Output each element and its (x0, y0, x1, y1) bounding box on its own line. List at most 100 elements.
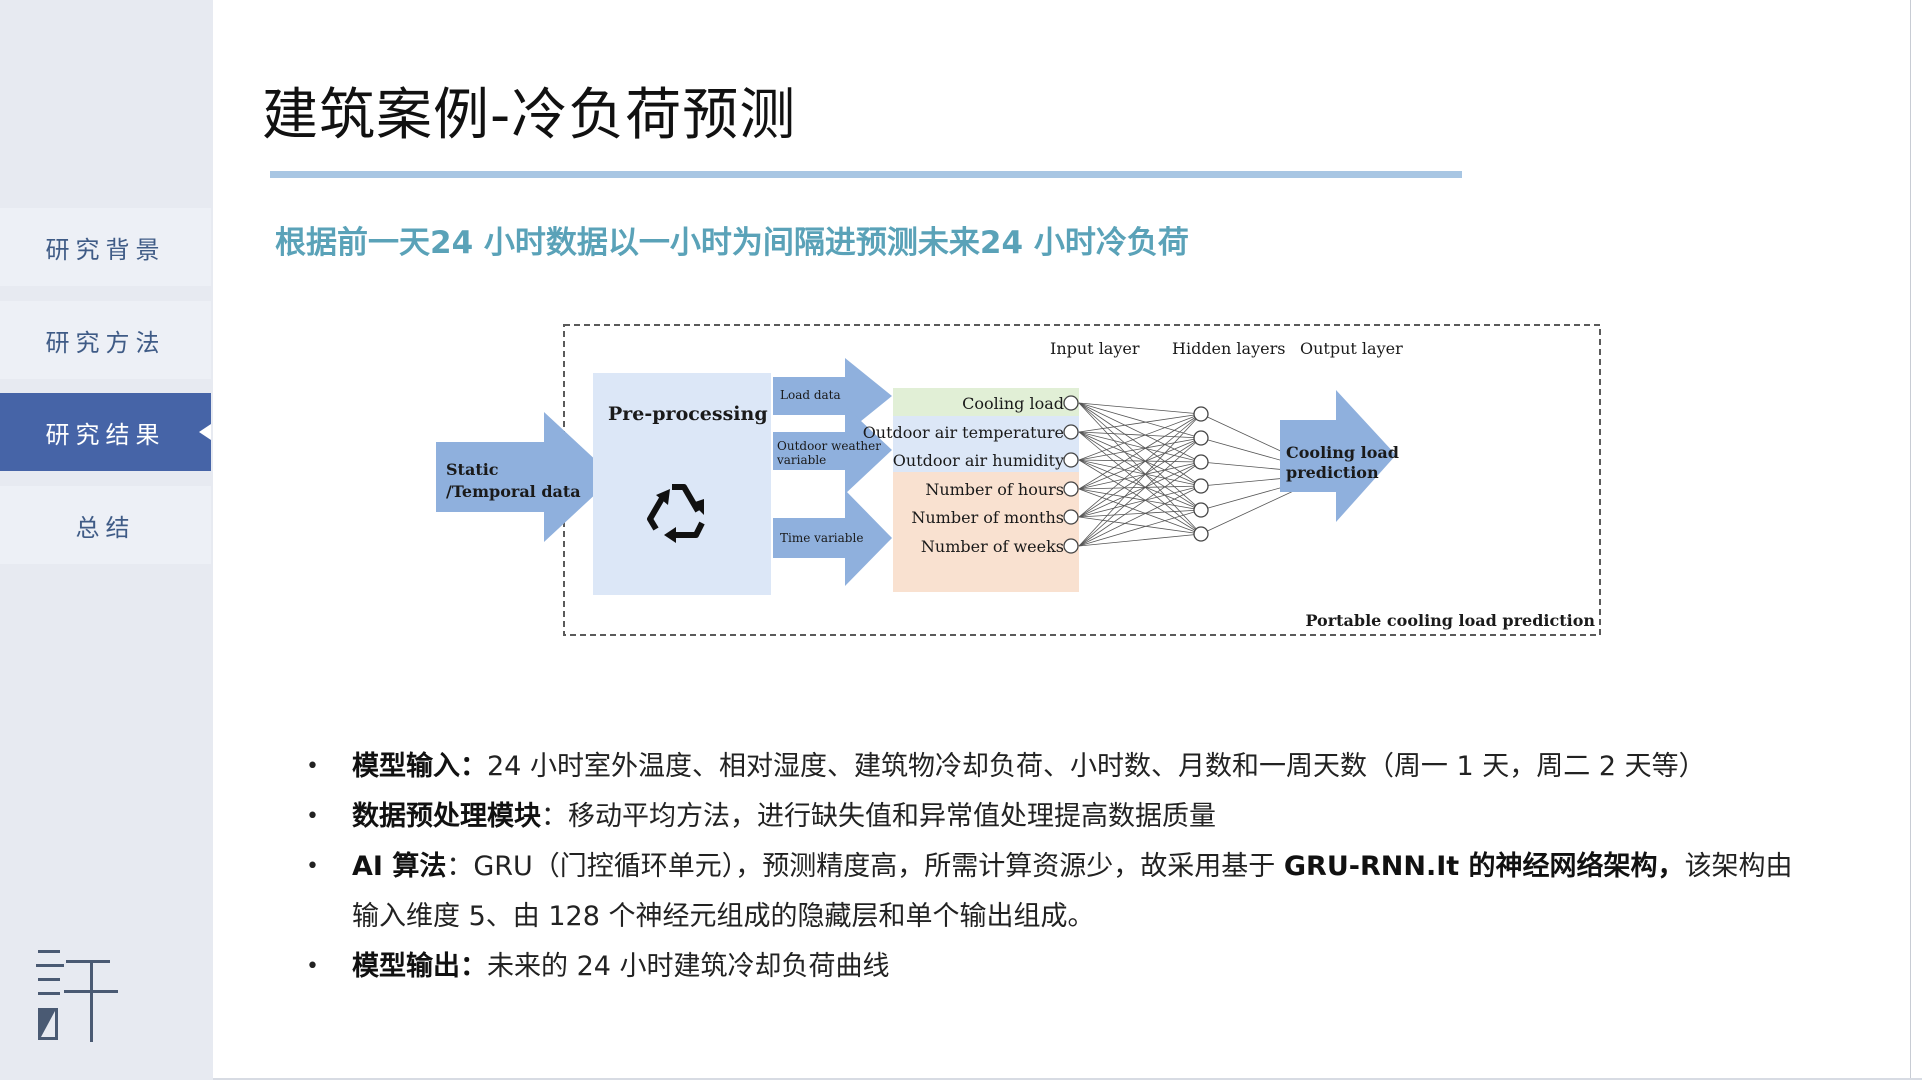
network-edge (1078, 431, 1202, 511)
diagram-frame (563, 324, 1601, 636)
weather-input-box (893, 416, 1079, 472)
network-edge (1078, 509, 1202, 518)
input-node (1063, 424, 1079, 440)
sidebar-item-label: 总结 (75, 513, 136, 542)
sidebar-item-label: 研究结果 (45, 420, 166, 449)
network-nodes (1063, 395, 1338, 554)
network-edge (1078, 402, 1202, 535)
network-edge (1078, 459, 1202, 463)
input-node (1063, 395, 1079, 411)
title-divider (270, 171, 1462, 178)
slide-right-edge (1910, 0, 1911, 1080)
sidebar-item-research-method[interactable]: 研究方法 (0, 301, 211, 379)
list-item: • 模型输入：24 小时室外温度、相对湿度、建筑物冷却负荷、小时数、月数和一周天… (300, 742, 1800, 792)
list-item: • AI 算法：GRU（门控循环单元），预测精度高，所需计算资源少，故采用基于 … (300, 842, 1800, 942)
sidebar-item-label: 研究方法 (45, 328, 166, 357)
network-edge (1078, 516, 1202, 535)
network-edge (1078, 488, 1202, 535)
network-edge (1078, 509, 1202, 547)
weather-label: Outdoor weather (777, 439, 881, 453)
output-layer-label: Output layer (1300, 339, 1403, 358)
network-edge (1078, 431, 1202, 463)
input-label: Cooling load (962, 394, 1064, 413)
bullet-heading: 模型输出： (352, 951, 487, 982)
bullet-text: 未来的 24 小时建筑冷却负荷曲线 (487, 951, 890, 982)
network-edge (1078, 485, 1202, 490)
sidebar-item-research-results[interactable]: 研究结果 (0, 393, 211, 471)
sidebar-item-label: 研究背景 (45, 235, 166, 264)
network-edge (1078, 437, 1202, 518)
network-edge (1078, 437, 1202, 547)
bullet-heading: 模型输入： (352, 751, 487, 782)
network-edge (1078, 461, 1202, 490)
input-layer-label: Input layer (1050, 339, 1140, 358)
slide-bottom-edge (213, 1078, 1922, 1080)
network-edge (1078, 459, 1202, 487)
network-edge (1078, 413, 1202, 461)
bullet-icon: • (306, 854, 319, 879)
weather-label-2: variable (776, 453, 826, 467)
static-temporal-arrow (436, 412, 614, 542)
hidden-node (1193, 406, 1209, 422)
bullet-icon: • (306, 754, 319, 779)
network-edge (1078, 431, 1202, 535)
network-edge (1078, 431, 1202, 487)
network-edge (1078, 413, 1202, 490)
network-edge (1078, 461, 1202, 547)
load-input-box (893, 388, 1079, 416)
input-node (1063, 481, 1079, 497)
network-edge (1078, 402, 1202, 487)
input-node (1063, 452, 1079, 468)
network-edge (1078, 402, 1202, 511)
input-label: Outdoor air temperature (863, 423, 1064, 442)
hidden-node (1193, 430, 1209, 446)
bullet-list: • 模型输入：24 小时室外温度、相对湿度、建筑物冷却负荷、小时数、月数和一周天… (300, 742, 1800, 992)
bullet-text: 24 小时室外温度、相对湿度、建筑物冷却负荷、小时数、月数和一周天数（周一 1 … (487, 751, 1706, 782)
network-edge (1078, 402, 1202, 439)
input-node (1063, 538, 1079, 554)
network-edge (1078, 402, 1202, 463)
network-edge (1078, 485, 1202, 518)
input-node (1063, 509, 1079, 525)
list-item: • 模型输出：未来的 24 小时建筑冷却负荷曲线 (300, 942, 1800, 992)
bullet-icon: • (306, 804, 319, 829)
time-variable-label: Time variable (780, 531, 863, 545)
bullet-text: ：GRU（门控循环单元），预测精度高，所需计算资源少，故采用基于 (446, 851, 1284, 882)
hidden-layers-label: Hidden layers (1172, 339, 1285, 358)
network-edge (1078, 459, 1202, 535)
network-edge (1078, 413, 1202, 518)
network-edge (1078, 413, 1202, 547)
sidebar-item-research-background[interactable]: 研究背景 (0, 208, 211, 286)
recycle-icon (647, 484, 705, 543)
load-data-label: Load data (780, 388, 841, 402)
hidden-node (1193, 478, 1209, 494)
active-indicator-icon (199, 424, 211, 440)
input-label: Number of hours (925, 480, 1064, 499)
network-edge (1078, 413, 1202, 433)
bullet-text: 该架构由输入维度 5、由 128 个神经元组成的隐藏层和单个输出组成。 (352, 851, 1793, 932)
sidebar-item-summary[interactable]: 总结 (0, 486, 211, 564)
network-edge (1078, 402, 1202, 415)
network-edge (1078, 437, 1202, 461)
page-title: 建筑案例-冷负荷预测 (262, 83, 797, 148)
network-connections (1078, 402, 1331, 547)
time-variable-arrow (773, 490, 892, 586)
input-label: Number of months (911, 508, 1064, 527)
network-edge (1078, 533, 1202, 547)
network-edge (1078, 488, 1202, 511)
slide-subtitle: 根据前一天24 小时数据以一小时为间隔进预测未来24 小时冷负荷 (275, 225, 1189, 261)
bullet-text: ：移动平均方法，进行缺失值和异常值处理提高数据质量 (541, 801, 1216, 832)
bullet-emphasis: GRU-RNN.It 的神经网络架构， (1283, 851, 1685, 882)
bullet-icon: • (306, 954, 319, 979)
input-label: Outdoor air humidity (893, 451, 1064, 470)
network-edge (1078, 459, 1202, 511)
xu-logo-icon (36, 950, 118, 1042)
preprocessing-label: Pre-processing (608, 403, 768, 425)
network-edge (1078, 485, 1202, 547)
sidebar: 研究背景 研究方法 研究结果 总结 (0, 0, 213, 1080)
hidden-node (1193, 502, 1209, 518)
hidden-node (1193, 454, 1209, 470)
bullet-heading: AI 算法 (352, 851, 447, 882)
network-edge (1078, 437, 1202, 490)
static-label: Static (446, 460, 499, 479)
